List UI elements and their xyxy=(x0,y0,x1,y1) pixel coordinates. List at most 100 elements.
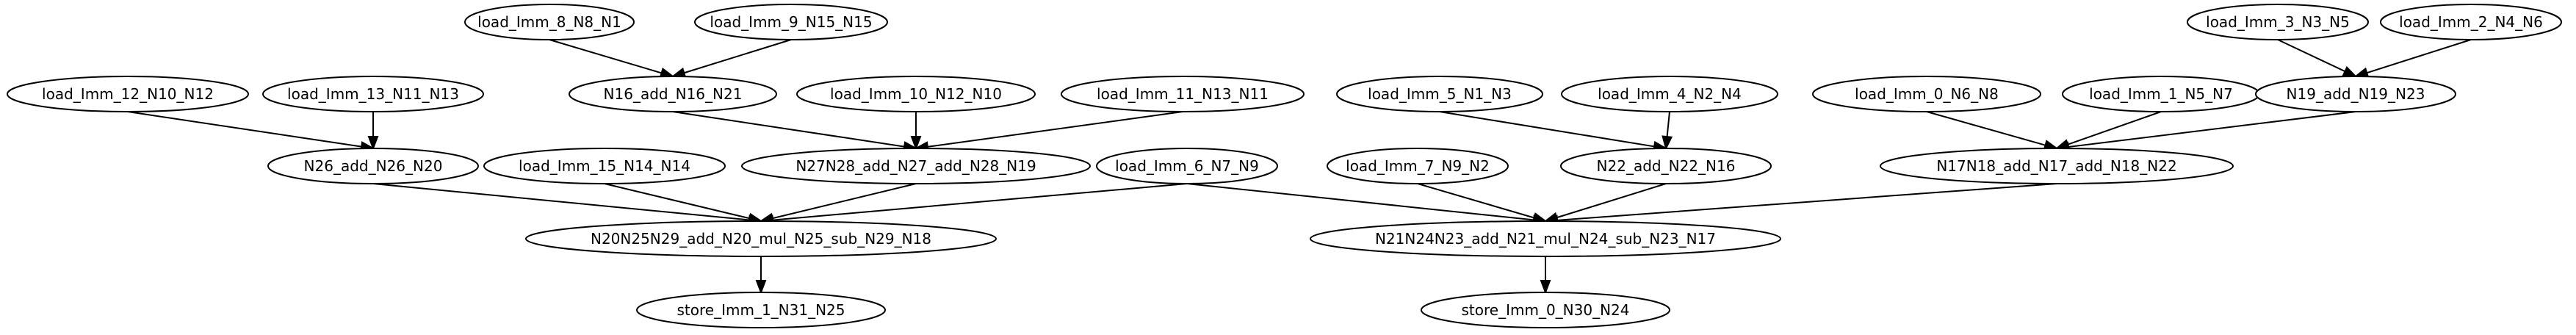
node-label: load_Imm_5_N1_N3 xyxy=(1368,85,1512,103)
edge-load-imm-7-n9-n2-to-n21n24n23-add-n21-mul-n24-sub-n23-n17 xyxy=(1417,183,1548,223)
node-label: load_Imm_0_N6_N8 xyxy=(1855,85,1999,103)
node-label: load_Imm_10_N12_N10 xyxy=(830,85,1002,103)
node-label: load_Imm_2_N4_N6 xyxy=(2399,13,2543,31)
edge-n19-add-n19-n23-to-n17n18-add-n17-add-n18-n22 xyxy=(2054,111,2356,153)
node-label: load_Imm_12_N10_N12 xyxy=(42,85,214,103)
node-n27n28-add-n27-add-n28-n19: N27N28_add_N27_add_N28_N19 xyxy=(741,148,1091,184)
node-ellipse xyxy=(525,220,997,257)
edge-load-imm-9-n15-n15-to-n16-add-n16-n21 xyxy=(671,39,792,79)
edge-line xyxy=(549,39,662,74)
arrowhead xyxy=(1662,135,1673,151)
node-ellipse xyxy=(1421,292,1670,328)
node-label: N19_add_N19_N23 xyxy=(2287,85,2425,103)
node-ellipse xyxy=(1096,148,1278,184)
node-ellipse xyxy=(569,76,777,112)
edge-line xyxy=(2068,111,2356,148)
edge-load-imm-0-n6-n8-to-n17n18-add-n17-add-n18-n22 xyxy=(1926,111,2059,151)
node-n17n18-add-n17-add-n18-n22: N17N18_add_N17_add_N18_N22 xyxy=(1880,148,2234,184)
node-load-imm-8-n8-n1: load_Imm_8_N8_N1 xyxy=(464,4,635,40)
arrowhead xyxy=(755,280,767,295)
edge-line xyxy=(1926,111,2046,146)
node-n16-add-n16-n21: N16_add_N16_N21 xyxy=(569,76,777,112)
node-store-imm-0-n30-n24: store_Imm_0_N30_N24 xyxy=(1421,292,1670,328)
node-label: load_Imm_4_N2_N4 xyxy=(1598,85,1742,103)
edge-load-imm-10-n12-n10-to-n27n28-add-n27-add-n28-n19 xyxy=(910,112,922,151)
node-label: N17N18_add_N17_add_N18_N22 xyxy=(1936,157,2176,175)
node-load-imm-2-n4-n6: load_Imm_2_N4_N6 xyxy=(2380,4,2562,40)
node-load-imm-10-n12-n10: load_Imm_10_N12_N10 xyxy=(796,76,1036,112)
arrowhead xyxy=(367,136,379,151)
node-load-imm-13-n11-n13: load_Imm_13_N11_N13 xyxy=(262,76,484,112)
node-ellipse xyxy=(2380,4,2562,40)
edge-line xyxy=(927,111,1183,148)
node-label: N22_add_N22_N16 xyxy=(1597,157,1736,175)
node-ellipse xyxy=(7,76,249,112)
node-ellipse xyxy=(1812,76,2041,112)
edge-load-imm-13-n11-n13-to-n26-add-n26-n20 xyxy=(367,112,379,151)
edge-load-imm-2-n4-n6-to-n19-add-n19-n23 xyxy=(2353,39,2472,78)
node-label: load_Imm_8_N8_N1 xyxy=(477,13,621,31)
edge-load-imm-6-n7-n9-to-n20n25n29-add-n20-mul-n25-sub-n29-n18 xyxy=(759,183,1188,226)
edge-load-imm-4-n2-n4-to-n22-add-n22-n16 xyxy=(1662,111,1673,151)
edge-line xyxy=(672,111,905,148)
node-ellipse xyxy=(267,148,479,184)
node-load-imm-15-n14-n14: load_Imm_15_N14_N14 xyxy=(483,148,726,184)
node-store-imm-1-n31-n25: store_Imm_1_N31_N25 xyxy=(636,292,886,328)
node-label: load_Imm_3_N3_N5 xyxy=(2206,13,2350,31)
edge-line xyxy=(1556,183,1667,219)
edge-n16-add-n16-n21-to-n27n28-add-n27-add-n28-n19 xyxy=(672,111,918,152)
node-label: N27N28_add_N27_add_N28_N19 xyxy=(795,157,1036,175)
edge-n27n28-add-n27-add-n28-n19-to-n20n25n29-add-n20-mul-n25-sub-n29-n18 xyxy=(759,183,917,224)
node-load-imm-7-n9-n2: load_Imm_7_N9_N2 xyxy=(1327,148,1509,184)
node-label: store_Imm_0_N30_N24 xyxy=(1462,301,1630,319)
edge-line xyxy=(604,183,750,220)
node-label: N16_add_N16_N21 xyxy=(604,85,743,103)
node-load-imm-0-n6-n8: load_Imm_0_N6_N8 xyxy=(1812,76,2041,112)
node-load-imm-1-n5-n7: load_Imm_1_N5_N7 xyxy=(2062,76,2260,112)
node-ellipse xyxy=(483,148,726,184)
node-load-imm-5-n1-n3: load_Imm_5_N1_N3 xyxy=(1336,76,1543,112)
edge-load-imm-1-n5-n7-to-n17n18-add-n17-add-n18-n22 xyxy=(2054,111,2162,150)
edges-layer xyxy=(127,39,2472,295)
edge-line xyxy=(772,183,917,220)
node-ellipse xyxy=(1560,148,1772,184)
node-load-imm-11-n13-n11: load_Imm_11_N13_N11 xyxy=(1061,76,1305,112)
edge-line xyxy=(2277,39,2345,73)
node-ellipse xyxy=(1327,148,1509,184)
node-ellipse xyxy=(636,292,886,328)
node-label: load_Imm_6_N7_N9 xyxy=(1115,157,1259,175)
edge-line xyxy=(1417,183,1534,219)
node-ellipse xyxy=(796,76,1036,112)
node-label: N20N25N29_add_N20_mul_N25_sub_N29_N18 xyxy=(591,230,931,248)
node-ellipse xyxy=(1880,148,2234,184)
edge-line xyxy=(772,183,1188,221)
node-load-imm-3-n3-n5: load_Imm_3_N3_N5 xyxy=(2187,4,2369,40)
node-label: store_Imm_1_N31_N25 xyxy=(677,301,845,319)
edge-n17n18-add-n17-add-n18-n22-to-n21n24n23-add-n21-mul-n24-sub-n23-n17 xyxy=(1543,183,2057,226)
edge-load-imm-15-n14-n14-to-n20n25n29-add-n20-mul-n25-sub-n29-n18 xyxy=(604,183,763,224)
node-load-imm-9-n15-n15: load_Imm_9_N15_N15 xyxy=(694,4,888,40)
node-ellipse xyxy=(694,4,888,40)
node-n26-add-n26-n20: N26_add_N26_N20 xyxy=(267,148,479,184)
node-label: load_Imm_7_N9_N2 xyxy=(1346,157,1490,175)
edge-line xyxy=(683,39,792,74)
nodes-layer: load_Imm_8_N8_N1 load_Imm_9_N15_N15 load_I… xyxy=(7,4,2562,328)
node-ellipse xyxy=(464,4,635,40)
edge-load-imm-11-n13-n11-to-n27n28-add-n27-add-n28-n19 xyxy=(914,111,1183,153)
edge-load-imm-5-n1-n3-to-n22-add-n22-n16 xyxy=(1439,111,1668,152)
node-load-imm-12-n10-n12: load_Imm_12_N10_N12 xyxy=(7,76,249,112)
edge-n26-add-n26-n20-to-n20n25n29-add-n20-mul-n25-sub-n29-n18 xyxy=(372,183,763,226)
edge-n20n25n29-add-n20-mul-n25-sub-n29-n18-to-store-imm-1-n31-n25 xyxy=(755,256,767,295)
node-ellipse xyxy=(1061,76,1305,112)
node-n19-add-n19-n23: N19_add_N19_N23 xyxy=(2255,76,2456,112)
edge-n21n24n23-add-n21-mul-n24-sub-n23-n17-to-store-imm-0-n30-n24 xyxy=(1540,256,1551,295)
edge-line xyxy=(127,111,362,148)
node-label: load_Imm_9_N15_N15 xyxy=(710,13,872,31)
node-ellipse xyxy=(262,76,484,112)
node-label: load_Imm_15_N14_N14 xyxy=(519,157,690,175)
node-n20n25n29-add-n20-mul-n25-sub-n29-n18: N20N25N29_add_N20_mul_N25_sub_N29_N18 xyxy=(525,220,997,257)
edge-line xyxy=(2067,111,2162,145)
node-label: N21N24N23_add_N21_mul_N24_sub_N23_N17 xyxy=(1375,230,1716,248)
edge-load-imm-6-n7-n9-to-n21n24n23-add-n21-mul-n24-sub-n23-n17 xyxy=(1186,183,1548,226)
